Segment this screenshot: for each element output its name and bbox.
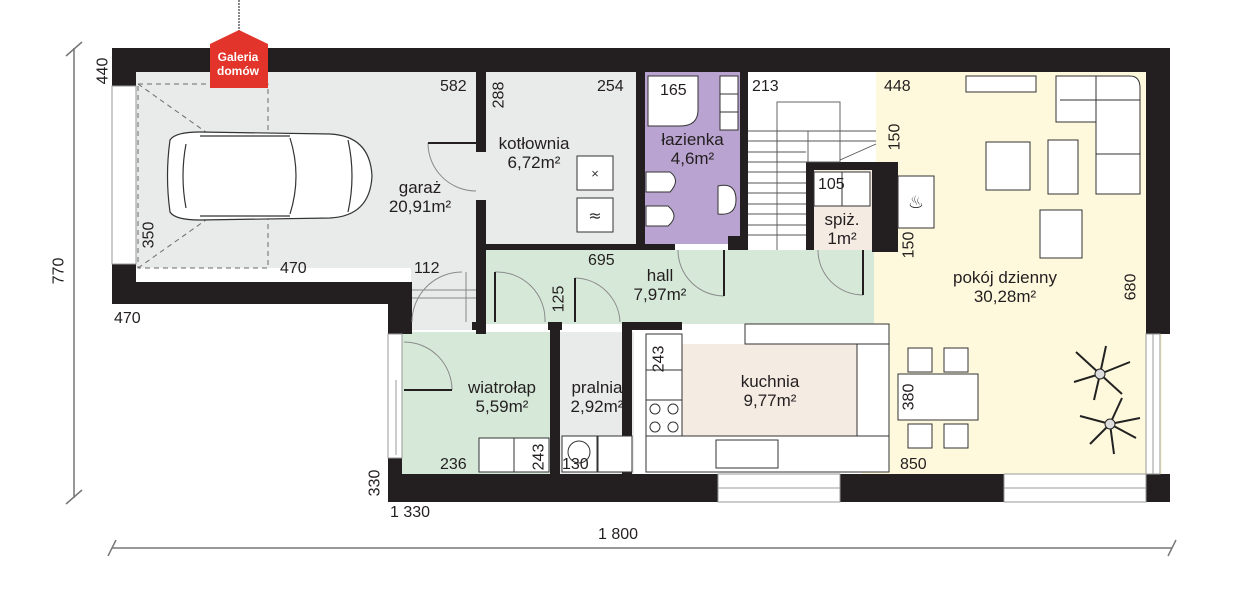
dining-set	[897, 347, 979, 449]
dim-hall-left: 112	[414, 260, 440, 277]
dim-boiler-ceiling: 254	[597, 78, 624, 95]
room-area: 4,6m²	[670, 149, 715, 168]
room-living: pokój dzienny 30,28m²	[930, 268, 1080, 306]
room-name: łazienka	[661, 130, 724, 149]
room-kitchen: kuchnia 9,77m²	[720, 372, 820, 410]
dim-vestibule-236: 236	[440, 456, 467, 473]
room-name: pokój dzienny	[953, 268, 1057, 287]
dim-garage-bottom-left: 470	[114, 310, 141, 327]
dim-garage-ceiling: 582	[440, 78, 467, 95]
dim-garage-door-w: 470	[280, 260, 307, 277]
sink-icon	[717, 184, 737, 215]
room-area: 5,59m²	[475, 397, 529, 416]
windows	[387, 333, 1161, 503]
utility-sink-icon	[597, 435, 633, 473]
room-name: kotłownia	[498, 134, 570, 153]
badge-shape	[210, 30, 268, 88]
dim-pantry-shelf: 105	[818, 176, 845, 193]
dim-laundry-130: 130	[562, 456, 589, 473]
room-name: pralnia	[571, 378, 623, 397]
room-area: 2,92m²	[570, 397, 624, 416]
dim-garage-left-top: 440	[94, 57, 112, 85]
galeria-domow-badge[interactable]: Galeria domów	[209, 34, 267, 88]
dining-table	[897, 373, 979, 421]
shower-icon	[647, 75, 699, 127]
garage-gate-frame	[111, 85, 137, 265]
garage-steps	[412, 272, 476, 322]
doors	[403, 249, 864, 391]
dim-boiler-ceiling-v: 288	[490, 81, 508, 109]
room-area: 6,72m²	[507, 153, 561, 172]
bidet-icon	[645, 205, 675, 227]
boiler-equipment	[576, 155, 614, 233]
pantry-shelf	[813, 171, 871, 207]
boiler-icon: ×	[591, 166, 599, 181]
room-name: wiatrołap	[467, 378, 537, 397]
plant-icon	[1073, 345, 1141, 455]
dim-dining-380: 380	[900, 383, 918, 411]
bathroom-fixtures	[645, 75, 739, 227]
badge-line-2: domów	[217, 64, 259, 78]
room-name: spiż.	[824, 210, 860, 229]
room-area: 20,91m²	[388, 197, 452, 216]
room-area: 30,28m²	[973, 287, 1037, 306]
car-icon	[166, 131, 373, 221]
dim-vestibule-243: 243	[530, 443, 548, 471]
vestibule-wardrobe	[478, 437, 550, 473]
dim-living-150-top: 150	[886, 123, 904, 151]
fireplace-icon	[897, 175, 935, 229]
dim-hall-ceiling: 695	[588, 252, 615, 269]
dim-living-ceiling: 448	[884, 78, 911, 95]
garage-dashed-bay	[137, 83, 269, 269]
room-boiler: kotłownia 6,72m²	[484, 134, 584, 172]
room-area: 9,77m²	[743, 391, 797, 410]
walls	[112, 48, 1170, 502]
room-hall: hall 7,97m²	[620, 266, 700, 304]
kitchen-sink	[715, 439, 779, 469]
stairwell-to-garage-floor	[411, 268, 486, 330]
dim-stairs-ceiling: 213	[752, 78, 779, 95]
toilet-icon	[645, 171, 676, 193]
dim-kitchen-243: 243	[650, 345, 668, 373]
heater-icon: ≈	[588, 206, 601, 225]
dim-hall-125: 125	[550, 285, 568, 313]
tv-unit	[965, 75, 1037, 93]
badge-line-1: Galeria	[217, 50, 259, 64]
room-name: hall	[646, 266, 674, 285]
dim-living-150-bottom: 150	[900, 231, 918, 259]
dim-total-width: 1 800	[598, 526, 639, 543]
kitchen-floor	[682, 344, 857, 436]
door-leaves	[404, 250, 864, 391]
room-area: 7,97m²	[633, 285, 687, 304]
dim-garage-door-h: 350	[140, 221, 158, 249]
kitchen-counters	[645, 323, 890, 473]
room-laundry: pralnia 2,92m²	[560, 378, 634, 416]
dim-bottom-left-330: 330	[366, 469, 384, 497]
room-area: 1m²	[827, 229, 857, 248]
room-name: garaż	[398, 178, 442, 197]
living-furniture	[965, 75, 1141, 259]
room-pantry: spiż. 1m²	[812, 210, 872, 248]
room-bathroom: łazienka 4,6m²	[645, 130, 740, 168]
armchair	[1039, 209, 1083, 259]
coffee-table	[1047, 139, 1079, 195]
dim-dining-850: 850	[900, 456, 927, 473]
room-name: kuchnia	[740, 372, 800, 391]
dim-bottom-left-1330: 1 330	[390, 504, 431, 521]
dim-living-680: 680	[1122, 273, 1140, 301]
stove-icon	[649, 403, 679, 433]
door-swing	[427, 142, 477, 192]
corner-sofa	[1055, 75, 1141, 195]
staircase	[748, 101, 877, 250]
room-garage: garaż 20,91m²	[380, 178, 460, 216]
laundry-fixtures	[561, 435, 633, 473]
dim-total-height: 770	[50, 257, 68, 285]
dim-shower: 165	[660, 82, 687, 99]
dimension-lines	[65, 41, 1177, 557]
flame-icon: ♨	[908, 192, 924, 213]
armchair	[985, 141, 1031, 191]
room-vestibule: wiatrołap 5,59m²	[452, 378, 552, 416]
